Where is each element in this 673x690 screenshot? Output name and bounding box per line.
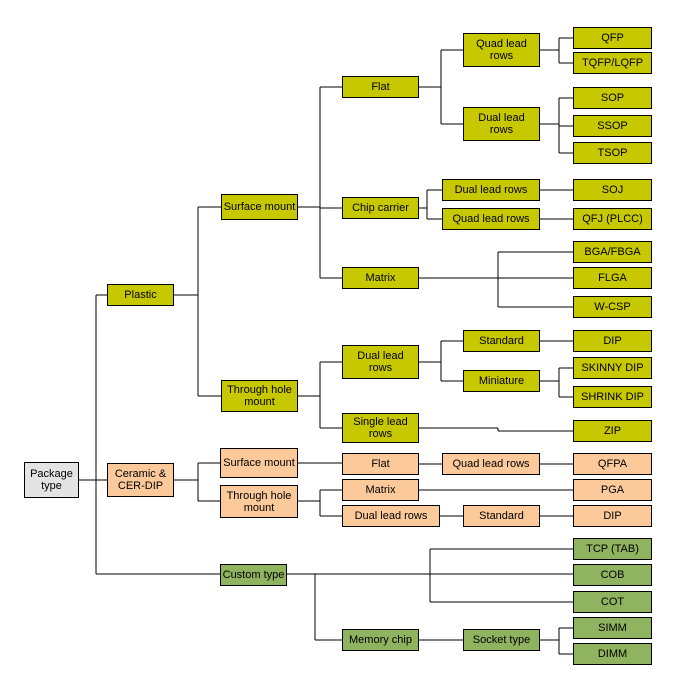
node-ceramic-matrix: Matrix bbox=[342, 479, 419, 501]
leaf-sop: SOP bbox=[573, 87, 652, 109]
node-ceramic-standard: Standard bbox=[463, 505, 540, 527]
leaf-cot: COT bbox=[573, 591, 652, 613]
node-package-type: Package type bbox=[24, 462, 79, 498]
leaf-ceramic-dip: DIP bbox=[573, 505, 652, 527]
node-ceramic-cer-dip: Ceramic & CER-DIP bbox=[107, 463, 174, 497]
leaf-w-csp: W-CSP bbox=[573, 296, 652, 318]
leaf-bga-fbga: BGA/FBGA bbox=[573, 241, 652, 263]
node-flat: Flat bbox=[342, 76, 419, 98]
node-ceramic-flat: Flat bbox=[342, 453, 419, 475]
leaf-dimm: DIMM bbox=[573, 643, 652, 665]
leaf-dip: DIP bbox=[573, 330, 652, 352]
node-socket-type: Socket type bbox=[463, 629, 540, 651]
node-dual-lead-rows: Dual lead rows bbox=[463, 107, 540, 141]
node-ceramic-quad-lead-rows: Quad lead rows bbox=[442, 453, 540, 475]
node-memory-chip: Memory chip bbox=[342, 629, 419, 651]
leaf-simm: SIMM bbox=[573, 617, 652, 639]
node-through-hole-dual-lead-rows: Dual lead rows bbox=[342, 345, 419, 379]
node-ceramic-dual-lead-rows: Dual lead rows bbox=[342, 505, 440, 527]
leaf-tcp-tab: TCP (TAB) bbox=[573, 538, 652, 560]
node-matrix: Matrix bbox=[342, 267, 419, 289]
leaf-tqfp-lqfp: TQFP/LQFP bbox=[573, 52, 652, 74]
node-quad-lead-rows: Quad lead rows bbox=[463, 33, 540, 67]
leaf-ssop: SSOP bbox=[573, 115, 652, 137]
leaf-flga: FLGA bbox=[573, 267, 652, 289]
node-ceramic-through-hole-mount: Through hole mount bbox=[220, 485, 298, 518]
leaf-qfj-plcc: QFJ (PLCC) bbox=[573, 208, 652, 230]
node-chip-carrier-dual-lead-rows: Dual lead rows bbox=[442, 179, 540, 201]
leaf-qfpa: QFPA bbox=[573, 453, 652, 475]
leaf-cob: COB bbox=[573, 564, 652, 586]
node-miniature: Miniature bbox=[463, 370, 540, 392]
node-standard: Standard bbox=[463, 330, 540, 352]
leaf-soj: SOJ bbox=[573, 179, 652, 201]
node-ceramic-surface-mount: Surface mount bbox=[220, 448, 298, 478]
node-plastic-surface-mount: Surface mount bbox=[221, 194, 298, 220]
node-custom-type: Custom type bbox=[220, 564, 287, 586]
leaf-shrink-dip: SHRINK DIP bbox=[573, 386, 652, 408]
leaf-zip: ZIP bbox=[573, 420, 652, 442]
node-plastic-through-hole-mount: Through hole mount bbox=[221, 380, 298, 412]
leaf-pga: PGA bbox=[573, 479, 652, 501]
node-through-hole-single-lead-rows: Single lead rows bbox=[342, 413, 419, 443]
node-plastic: Plastic bbox=[107, 284, 174, 306]
node-chip-carrier-quad-lead-rows: Quad lead rows bbox=[442, 208, 540, 230]
node-chip-carrier: Chip carrier bbox=[342, 197, 419, 219]
leaf-qfp: QFP bbox=[573, 27, 652, 49]
leaf-skinny-dip: SKINNY DIP bbox=[573, 357, 652, 379]
leaf-tsop: TSOP bbox=[573, 142, 652, 164]
